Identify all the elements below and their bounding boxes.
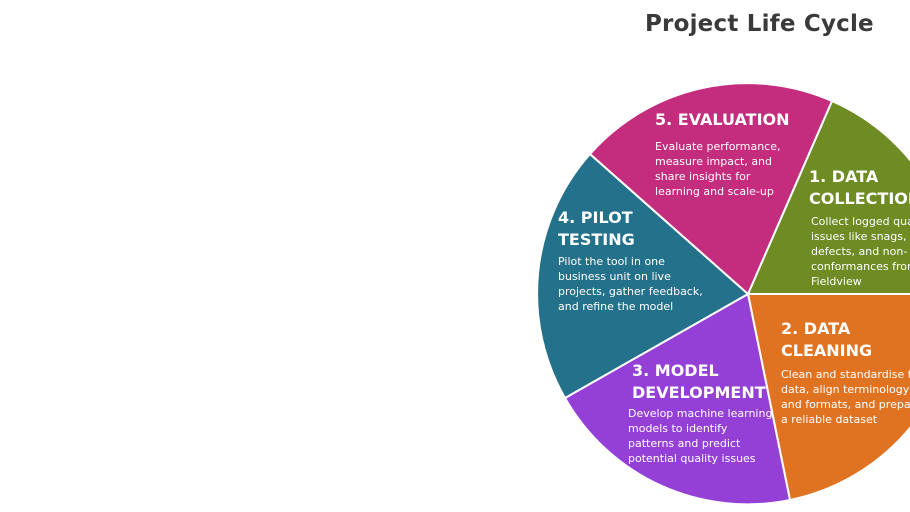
stage-description: Clean and standardise the data, align te… (781, 368, 910, 426)
stage-data-cleaning: 2. DATA CLEANING Clean and standardise t… (781, 319, 910, 426)
stage-heading: 3. MODEL DEVELOPMENT (632, 361, 766, 402)
stage-description: Evaluate performance, measure impact, an… (655, 140, 784, 198)
stage-description: Pilot the tool in one business unit on l… (558, 255, 706, 313)
stage-data-collection: 1. DATA COLLECTION Collect logged qualit… (809, 167, 910, 288)
stage-model-development: 3. MODEL DEVELOPMENT Develop machine lea… (628, 361, 776, 465)
stage-heading: 1. DATA COLLECTION (809, 167, 910, 208)
page-title: Project Life Cycle (645, 11, 874, 37)
stage-evaluation: 5. EVALUATION Evaluate performance, meas… (655, 110, 790, 198)
wedge-data-collection (746, 99, 910, 295)
stage-description: Develop machine learning models to ident… (628, 407, 776, 465)
wedge-pilot-testing (536, 152, 750, 400)
stage-heading: 2. DATA CLEANING (781, 319, 872, 360)
wedge-model-development (563, 292, 792, 506)
wedge-data-cleaning (746, 293, 910, 502)
stage-heading: 4. PILOT TESTING (558, 208, 638, 249)
wedge-evaluation (588, 82, 834, 296)
stage-heading: 5. EVALUATION (655, 110, 790, 129)
stage-description: Collect logged quality issues like snags… (811, 215, 910, 288)
stage-pilot-testing: 4. PILOT TESTING Pilot the tool in one b… (558, 208, 706, 313)
